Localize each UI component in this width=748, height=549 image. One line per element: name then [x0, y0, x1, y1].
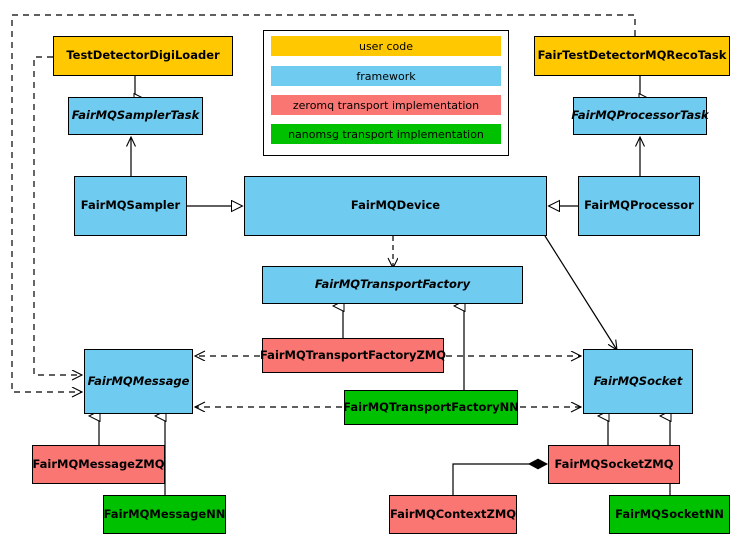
class-label-fairmqsampler: FairMQSampler — [80, 198, 181, 213]
class-node-fairmqtransportfactoryzmq[interactable]: FairMQTransportFactoryZMQ — [260, 338, 447, 373]
class-label-fairmqmessage: FairMQMessage — [87, 373, 190, 388]
class-label-fairmqsocketzmq: FairMQSocketZMQ — [554, 456, 674, 471]
legend-item-user-code: user code — [271, 36, 501, 56]
class-node-fairmqsamplertask[interactable]: FairMQSamplerTask — [68, 97, 203, 135]
class-node-fairmqsocket[interactable]: FairMQSocket — [583, 349, 693, 414]
class-node-fairmqsocketnn[interactable]: FairMQSocketNN — [609, 495, 730, 534]
edge-digiloader-message — [33, 56, 82, 375]
legend-item-zeromq: zeromq transport implementation — [271, 95, 501, 115]
class-label-fairmqprocessortask: FairMQProcessorTask — [571, 108, 709, 123]
legend-label-zeromq: zeromq transport implementation — [292, 98, 480, 112]
class-label-fairtestdetectormqrecotask: FairTestDetectorMQRecoTask — [537, 48, 727, 63]
class-node-fairmqdevice[interactable]: FairMQDevice — [244, 176, 547, 236]
class-label-fairmqsocket: FairMQSocket — [593, 373, 683, 388]
class-node-fairmqsocketzmq[interactable]: FairMQSocketZMQ — [548, 445, 680, 484]
edge-recotask-message — [11, 14, 636, 392]
class-node-fairmqtransportfactory[interactable]: FairMQTransportFactory — [262, 266, 523, 304]
class-label-fairmqtransportfactoryzmq: FairMQTransportFactoryZMQ — [260, 347, 447, 362]
class-node-fairtestdetectormqrecotask[interactable]: FairTestDetectorMQRecoTask — [534, 36, 730, 76]
edge-device-socket — [544, 235, 618, 352]
class-label-fairmqsamplertask: FairMQSamplerTask — [71, 108, 200, 123]
edge-contextzmq-socketzmq — [452, 464, 547, 495]
legend-label-user-code: user code — [358, 39, 414, 53]
class-label-fairmqdevice: FairMQDevice — [350, 198, 441, 213]
class-label-fairmqmessagezmq: FairMQMessageZMQ — [32, 456, 165, 471]
class-node-fairmqprocessortask[interactable]: FairMQProcessorTask — [571, 97, 709, 135]
class-label-fairmqtransportfactory: FairMQTransportFactory — [314, 277, 471, 292]
legend-label-framework: framework — [356, 69, 416, 83]
class-label-fairmqmessagenn: FairMQMessageNN — [103, 506, 226, 521]
class-label-fairmqsocketnn: FairMQSocketNN — [615, 506, 724, 521]
class-node-fairmqmessage[interactable]: FairMQMessage — [84, 349, 193, 414]
class-label-fairmqcontextzmq: FairMQContextZMQ — [389, 506, 517, 521]
class-label-fairmqtransportfactorynn: FairMQTransportFactoryNN — [343, 399, 519, 414]
class-label-fairmqprocessor: FairMQProcessor — [584, 198, 694, 213]
class-node-fairmqtransportfactorynn[interactable]: FairMQTransportFactoryNN — [343, 390, 519, 425]
class-label-testdetectordigiloader: TestDetectorDigiLoader — [66, 48, 220, 63]
legend-item-nanomsg: nanomsg transport implementation — [271, 124, 501, 144]
class-node-fairmqcontextzmq[interactable]: FairMQContextZMQ — [389, 495, 517, 534]
class-node-fairmqmessagenn[interactable]: FairMQMessageNN — [103, 495, 226, 534]
class-node-testdetectordigiloader[interactable]: TestDetectorDigiLoader — [53, 36, 233, 76]
class-node-fairmqsampler[interactable]: FairMQSampler — [74, 176, 187, 236]
class-node-fairmqmessagezmq[interactable]: FairMQMessageZMQ — [32, 445, 165, 484]
legend-item-framework: framework — [271, 66, 501, 86]
legend-label-nanomsg: nanomsg transport implementation — [288, 127, 484, 141]
class-node-fairmqprocessor[interactable]: FairMQProcessor — [578, 176, 700, 236]
